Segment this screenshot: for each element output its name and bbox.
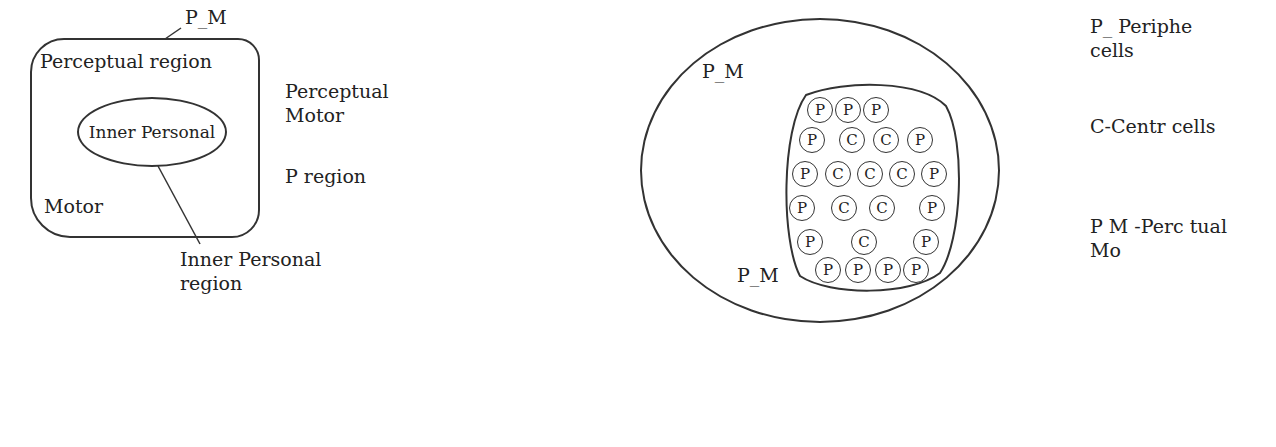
node-text: C (858, 233, 869, 251)
node-text: C (896, 165, 907, 183)
key-note: P_ Periphe cells (1090, 15, 1240, 63)
node-text: P (823, 261, 833, 279)
key-note: C-Centr cells (1090, 115, 1216, 139)
cell-circle: P (835, 97, 861, 123)
node-text: C (838, 199, 849, 217)
node-text: P (927, 199, 937, 217)
cell-circle: C (889, 161, 915, 187)
region-label: P_M (185, 6, 227, 30)
cell-circle: C (851, 229, 877, 255)
key-note: P M -Perc tual Mo (1090, 215, 1240, 263)
node-text: Inner Personal (89, 122, 216, 142)
node-text: P_M (702, 60, 744, 83)
cell-circle: P (921, 161, 947, 187)
node-text: P (915, 131, 925, 149)
region-label: Inner Personal region (180, 248, 355, 296)
cell-circle: P (799, 127, 825, 153)
cell-circle: P (913, 229, 939, 255)
cell-circle: P (845, 257, 871, 283)
node-text: P (883, 261, 893, 279)
cell-circle: C (839, 127, 865, 153)
region-outline: Perceptual regionMotor Inner Personal (30, 38, 260, 238)
cell-circle: P (907, 127, 933, 153)
cell-circle: P (807, 97, 833, 123)
node-text: C (880, 131, 891, 149)
node-text: C (864, 165, 875, 183)
node-text: P (843, 101, 853, 119)
cell-circle: C (873, 127, 899, 153)
node-text: P (807, 131, 817, 149)
node-text: P (929, 165, 939, 183)
node-text: P_M (737, 264, 779, 287)
region-label: Perceptual Motor (285, 80, 400, 128)
cell-circle: C (869, 195, 895, 221)
cell-circle: P (797, 229, 823, 255)
inner-region-outline (786, 85, 959, 291)
node-text: P (871, 101, 881, 119)
cell-circle: P (789, 195, 815, 221)
cell-circle: C (831, 195, 857, 221)
node-text: P (815, 101, 825, 119)
node-text: Motor (44, 195, 103, 218)
inner-region-oval: Inner Personal (77, 97, 227, 167)
cell-circle: C (857, 161, 883, 187)
node-text: C (876, 199, 887, 217)
node-text: P (921, 233, 931, 251)
node-text: P (797, 199, 807, 217)
node-text: Perceptual region (40, 50, 212, 73)
outer-circle: P_MP_MPPPPCCPPCCCPPCCPPCPPPPP (640, 18, 1000, 323)
node-text: C (832, 165, 843, 183)
node-text: P (805, 233, 815, 251)
node-text: P (853, 261, 863, 279)
cell-circle: P (815, 257, 841, 283)
cell-circle: C (825, 161, 851, 187)
region-label: P region (285, 165, 366, 189)
cell-circle: P (875, 257, 901, 283)
node-text: C (846, 131, 857, 149)
leader-line (158, 166, 200, 244)
cell-circle: P (919, 195, 945, 221)
cell-circle: P (863, 97, 889, 123)
cell-circle: P (903, 257, 929, 283)
node-text: P (800, 165, 810, 183)
node-text: P (911, 261, 921, 279)
cell-circle: P (792, 161, 818, 187)
